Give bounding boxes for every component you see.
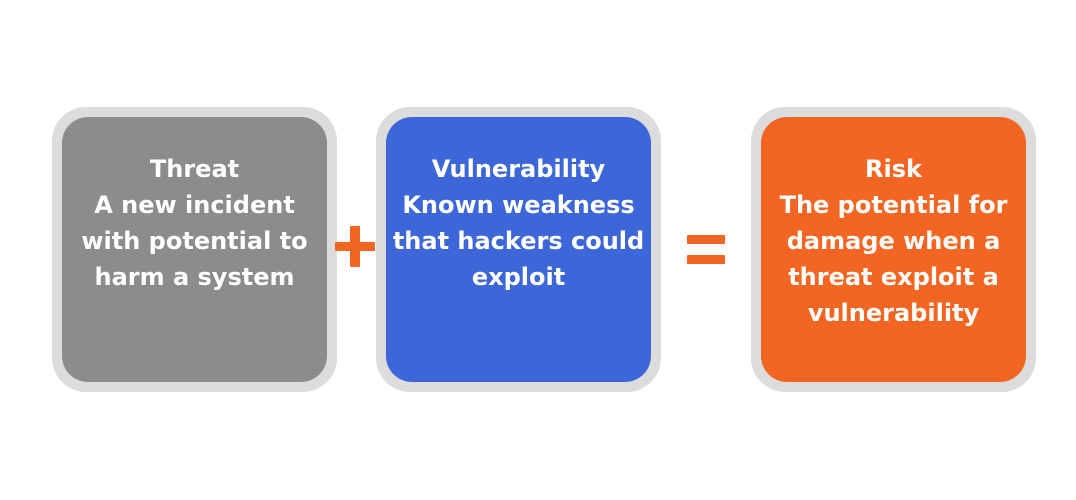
plus-vertical-bar	[350, 226, 360, 267]
threat-line-2: with potential to	[81, 227, 308, 255]
plus-operator: +	[331, 219, 381, 275]
threat-card: Threat A new incident with potential to …	[52, 107, 337, 392]
risk-line-2: damage when a	[786, 227, 1001, 255]
risk-card-body: Risk The potential for damage when a thr…	[761, 117, 1026, 382]
threat-line-3: harm a system	[94, 263, 295, 291]
threat-title: Threat	[149, 155, 240, 183]
risk-line-1: The potential for	[779, 191, 1008, 219]
risk-line-3: threat exploit a	[788, 263, 999, 291]
threat-line-1: A new incident	[94, 191, 295, 219]
vulnerability-card-body: Vulnerability Known weakness that hacker…	[386, 117, 651, 382]
risk-card: Risk The potential for damage when a thr…	[751, 107, 1036, 392]
threat-card-body: Threat A new incident with potential to …	[62, 117, 327, 382]
equals-bottom-bar	[687, 255, 725, 264]
vulnerability-card: Vulnerability Known weakness that hacker…	[376, 107, 661, 392]
vulnerability-line-2: that hackers could	[392, 227, 645, 255]
equals-operator: =	[684, 232, 728, 268]
vulnerability-line-1: Known weakness	[402, 191, 635, 219]
vulnerability-line-3: exploit	[471, 263, 566, 291]
equals-top-bar	[687, 235, 725, 244]
vulnerability-title: Vulnerability	[431, 155, 606, 183]
risk-title: Risk	[865, 155, 922, 183]
risk-line-4: vulnerability	[807, 299, 980, 327]
